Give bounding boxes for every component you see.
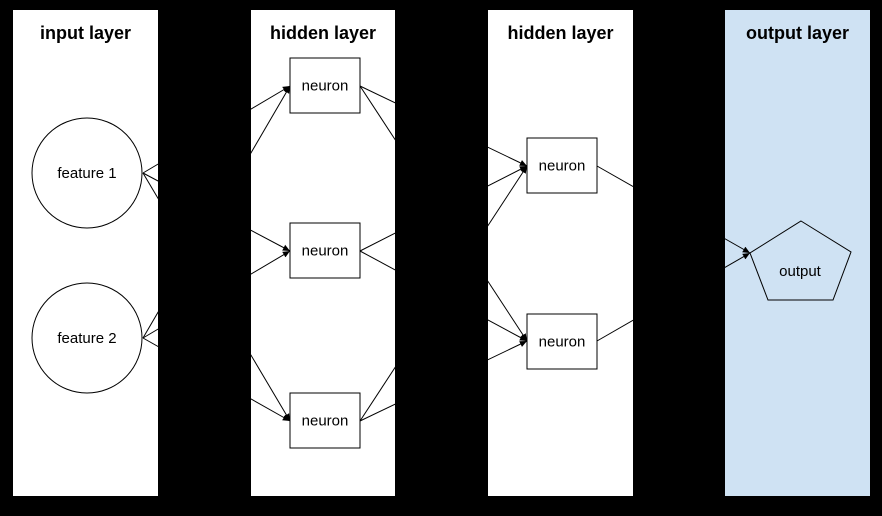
node-hidden2-neuron-1 xyxy=(526,137,598,194)
node-hidden2-neuron-2 xyxy=(526,313,598,370)
panel-title-input-layer: input layer xyxy=(40,23,131,43)
edge-hidden1-neuron-1-to-hidden2-neuron-1 xyxy=(359,85,528,167)
panel-title-output-layer: output layer xyxy=(746,23,849,43)
edge-feature-2-to-hidden1-neuron-3 xyxy=(142,337,291,422)
node-hidden1-neuron-3 xyxy=(289,392,361,449)
edge-hidden1-neuron-3-to-hidden2-neuron-2 xyxy=(359,340,528,422)
edge-feature-1-to-hidden1-neuron-3 xyxy=(142,172,291,422)
edge-hidden2-neuron-2-to-output xyxy=(596,252,751,342)
edge-hidden1-neuron-3-to-hidden2-neuron-1 xyxy=(359,165,528,422)
edge-feature-2-to-hidden1-neuron-1 xyxy=(142,85,291,339)
node-label-output: output xyxy=(779,263,822,280)
edge-hidden1-neuron-2-to-hidden2-neuron-1 xyxy=(359,165,528,252)
edge-hidden2-neuron-1-to-output xyxy=(596,165,751,254)
node-label-feature-2: feature 2 xyxy=(57,330,116,347)
node-output xyxy=(749,220,852,301)
node-feature-1 xyxy=(31,117,143,229)
edge-hidden1-neuron-2-to-hidden2-neuron-2 xyxy=(359,250,528,342)
edge-hidden1-neuron-1-to-hidden2-neuron-2 xyxy=(359,85,528,342)
node-label-feature-1: feature 1 xyxy=(57,165,116,182)
edge-feature-1-to-hidden1-neuron-1 xyxy=(142,85,291,174)
node-label-hidden1-neuron-1: neuron xyxy=(302,78,349,95)
node-label-hidden1-neuron-2: neuron xyxy=(302,243,349,260)
panel-input-layer xyxy=(13,10,158,496)
node-label-hidden1-neuron-3: neuron xyxy=(302,413,349,430)
node-hidden1-neuron-1 xyxy=(289,57,361,114)
node-feature-2 xyxy=(31,282,143,394)
panel-title-hidden-layer-1: hidden layer xyxy=(270,23,376,43)
panel-title-hidden-layer-2: hidden layer xyxy=(507,23,613,43)
node-label-hidden2-neuron-1: neuron xyxy=(539,158,586,175)
edge-feature-2-to-hidden1-neuron-2 xyxy=(142,250,291,339)
node-hidden1-neuron-2 xyxy=(289,222,361,279)
panel-hidden-layer-2 xyxy=(488,10,633,496)
node-label-hidden2-neuron-2: neuron xyxy=(539,334,586,351)
